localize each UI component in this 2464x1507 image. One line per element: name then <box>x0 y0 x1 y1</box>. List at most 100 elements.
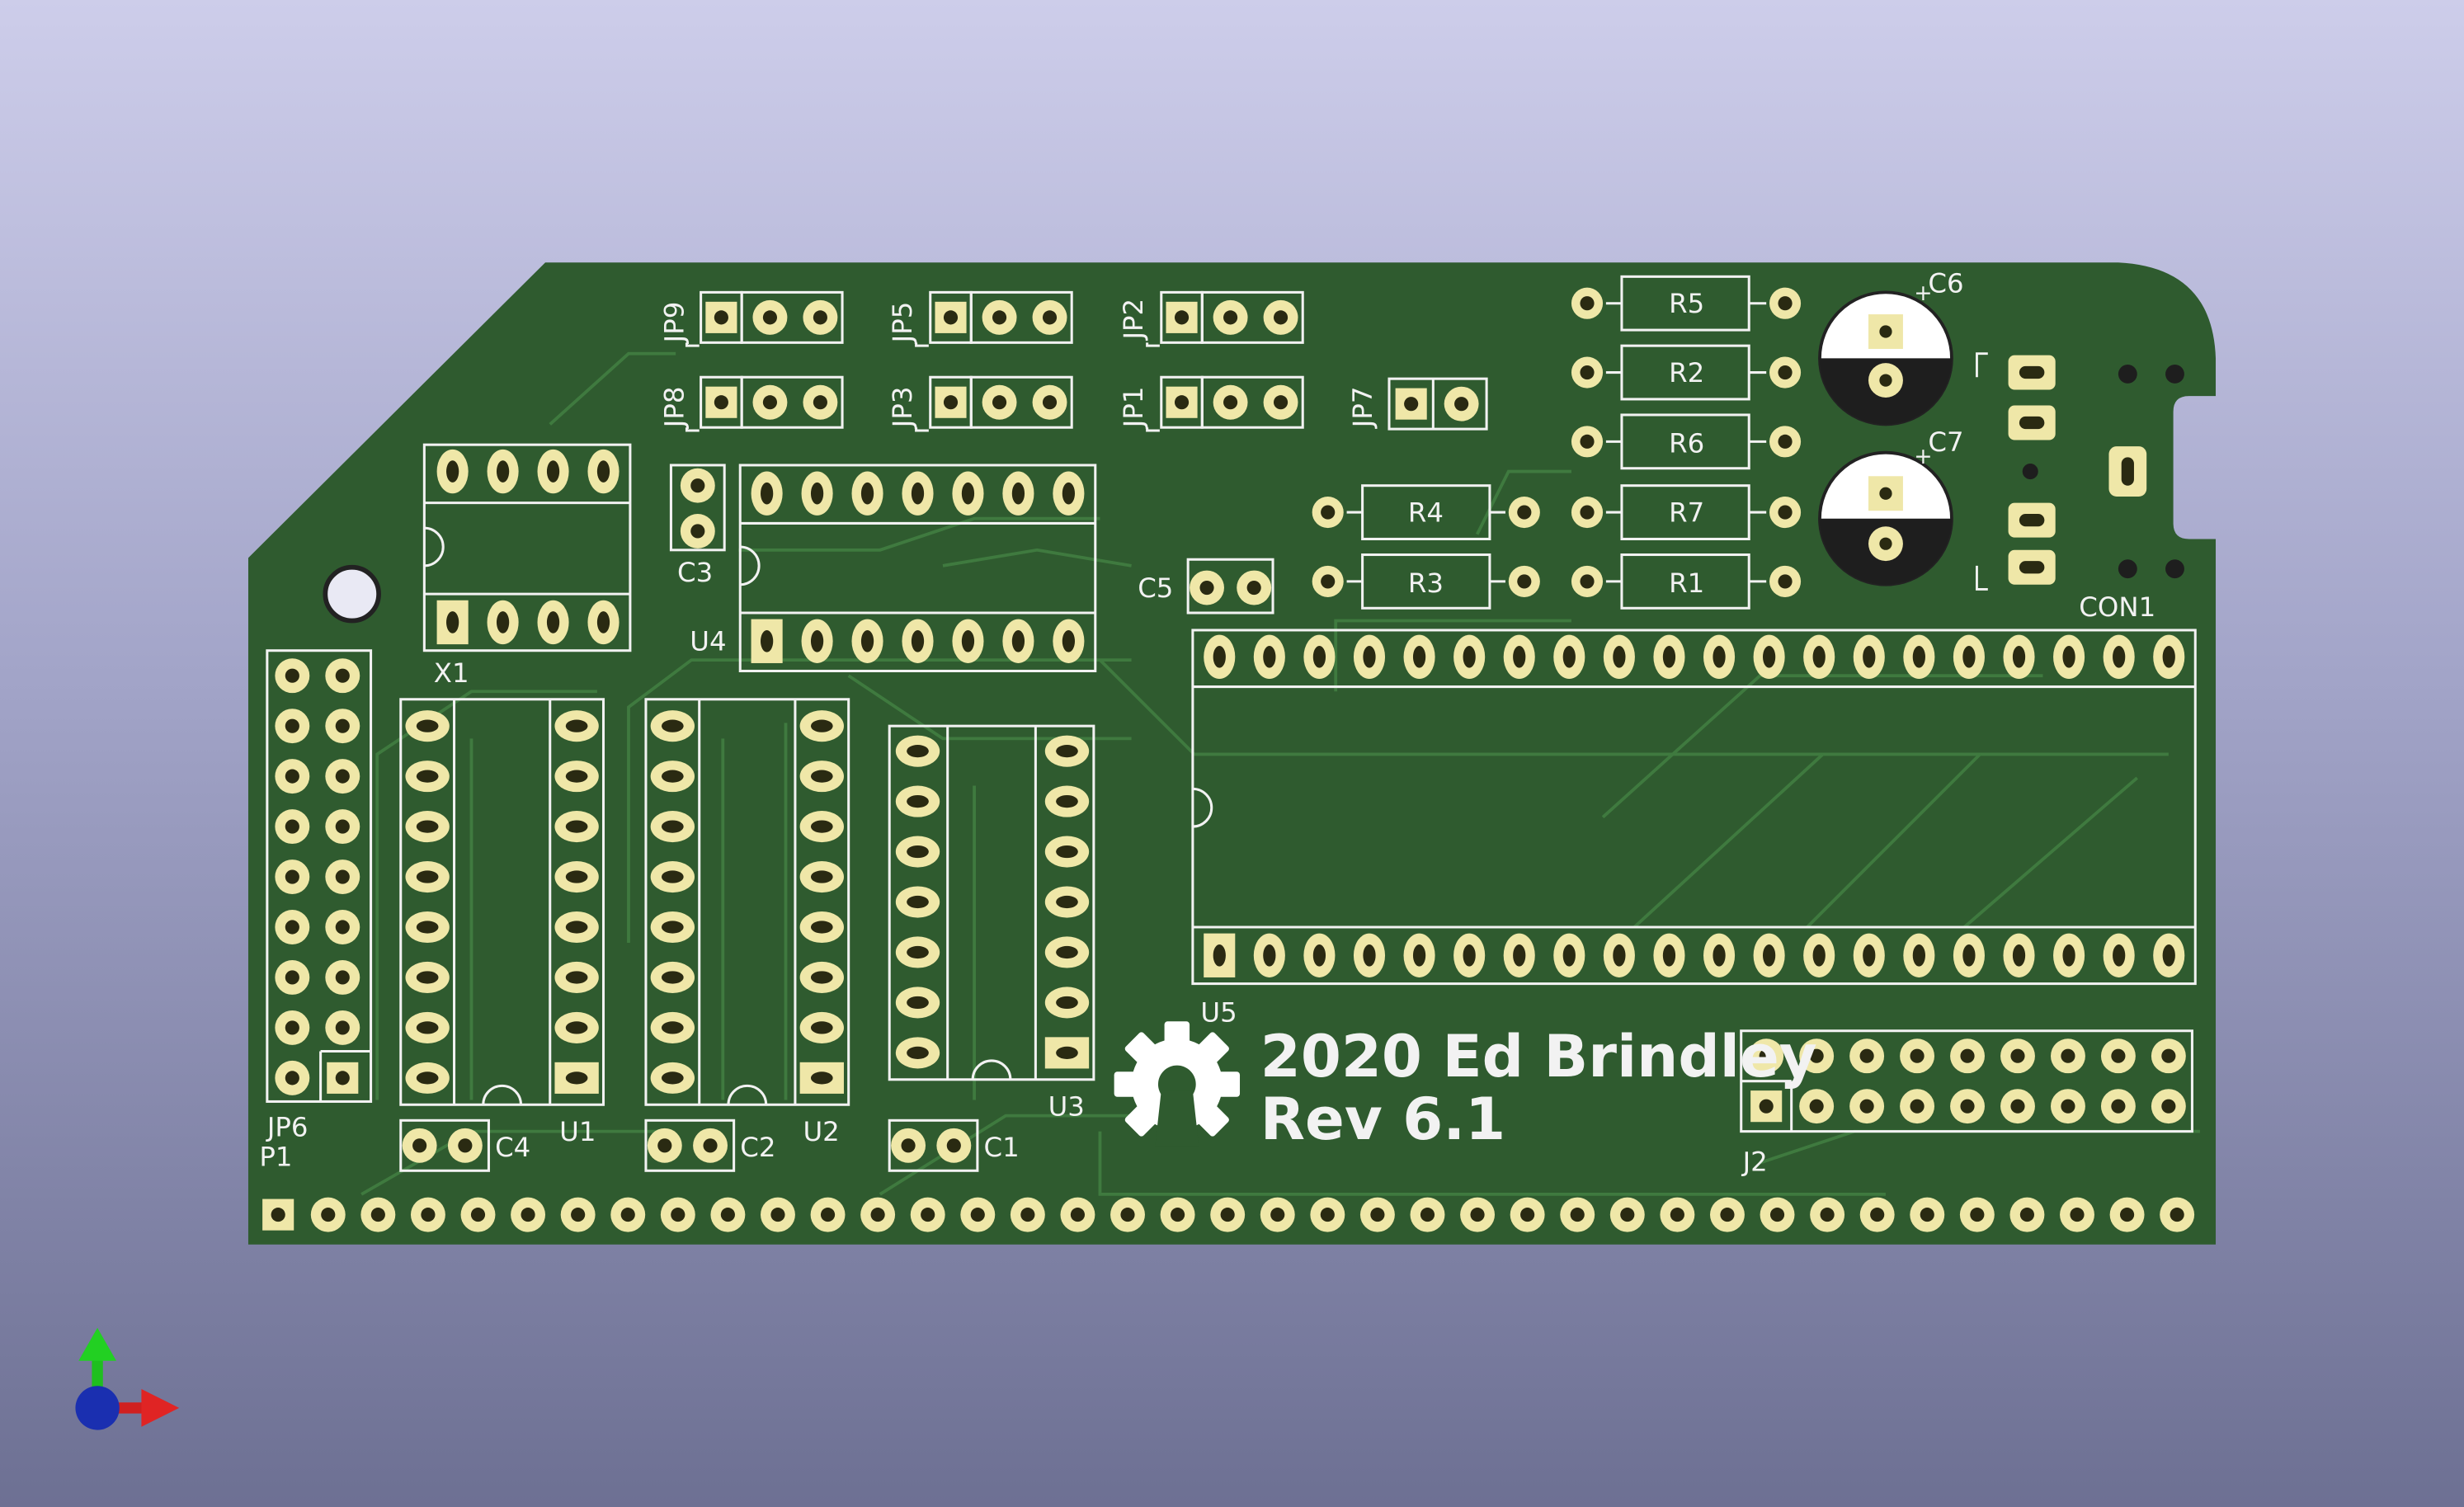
pad-hole <box>565 719 588 732</box>
pad-hole <box>416 719 439 732</box>
pad <box>1508 565 1540 597</box>
pad-hole <box>1263 944 1276 967</box>
pad-hole <box>671 1208 685 1222</box>
label-j2: J2 <box>1741 1146 1768 1177</box>
capacitor-c7: + <box>1818 444 1953 586</box>
pad-hole <box>714 395 728 410</box>
pad-hole <box>907 794 929 808</box>
silk-outline <box>669 464 726 552</box>
pad-hole <box>565 1071 588 1085</box>
pad-hole <box>285 769 299 784</box>
silk-pin1-mark <box>685 342 700 347</box>
pad <box>1210 1197 1246 1232</box>
pad-hole <box>1463 944 1476 967</box>
pad <box>1959 1197 1995 1232</box>
pad-hole <box>761 482 774 505</box>
pad <box>1353 933 1386 977</box>
pad-hole <box>596 611 610 633</box>
pad <box>511 1197 546 1232</box>
label-c3: C3 <box>677 557 713 588</box>
pad-hole <box>690 524 705 539</box>
pad-hole <box>1720 1208 1735 1222</box>
pad <box>902 471 934 516</box>
pad-hole <box>657 1138 672 1153</box>
pad-hole <box>1062 629 1076 652</box>
pad <box>752 384 788 420</box>
silk-outline <box>399 698 605 1106</box>
pad <box>275 910 310 944</box>
pad-hole <box>992 395 1007 410</box>
pad <box>1044 1037 1090 1069</box>
pad-hole <box>1580 296 1595 311</box>
pad-hole <box>810 719 833 732</box>
pad <box>1849 1089 1885 1124</box>
label-r7: R7 <box>1669 497 1704 529</box>
pad-hole <box>1778 365 1793 380</box>
pad <box>1260 1197 1295 1232</box>
pad <box>275 809 310 845</box>
pad-hole <box>285 1071 299 1086</box>
label-r2: R2 <box>1669 357 1704 389</box>
pad-hole <box>1056 745 1078 758</box>
pad-hole <box>661 870 684 883</box>
pad <box>647 1128 682 1163</box>
pad <box>1444 386 1479 421</box>
pad <box>650 911 695 944</box>
pad <box>1853 634 1885 680</box>
pad <box>935 301 967 333</box>
pad <box>660 1197 695 1232</box>
pad-hole <box>1213 646 1226 668</box>
pad-hole <box>565 1021 588 1034</box>
pad-hole <box>1713 944 1726 967</box>
pad <box>1903 634 1935 680</box>
pad-hole <box>2061 1099 2075 1114</box>
pad <box>1503 634 1535 680</box>
pad <box>1660 1197 1695 1232</box>
pad <box>560 1197 596 1232</box>
pad <box>405 1062 450 1094</box>
label-c1: C1 <box>984 1132 1020 1163</box>
pad <box>2151 1089 2186 1124</box>
label-u3: U3 <box>1048 1091 1085 1123</box>
silk-outline <box>266 649 373 1103</box>
pad-hole <box>2161 1048 2176 1063</box>
pad <box>1553 634 1585 680</box>
pad-hole <box>2010 1099 2025 1114</box>
pad-hole <box>1220 1208 1235 1222</box>
pad <box>935 386 967 418</box>
pad <box>1403 933 1435 977</box>
pad <box>1453 634 1486 680</box>
silk-notch <box>424 526 445 567</box>
pad <box>803 299 838 335</box>
pad <box>895 836 940 868</box>
pad <box>275 658 310 694</box>
pad <box>1253 634 1285 680</box>
pad <box>1859 1197 1895 1232</box>
pad <box>761 1197 795 1232</box>
pad <box>2103 634 2135 680</box>
pad <box>1810 1197 1845 1232</box>
pad-hole <box>2062 944 2075 967</box>
pad <box>2153 634 2185 680</box>
pad <box>2050 1089 2085 1124</box>
pad <box>1900 1038 1935 1074</box>
pad <box>1303 634 1336 680</box>
pad <box>2109 1197 2145 1232</box>
pad-hole <box>2061 1048 2075 1063</box>
pad <box>1460 1197 1496 1232</box>
pad-hole <box>1759 1048 1774 1063</box>
silk-pin1-mark <box>915 427 929 432</box>
pad <box>1166 301 1198 333</box>
pad <box>1044 785 1090 817</box>
pad-hole <box>335 1071 350 1086</box>
pad-hole <box>860 482 874 505</box>
silk-outline <box>1387 377 1488 431</box>
pad-hole <box>2012 944 2026 967</box>
pad-hole <box>661 770 684 783</box>
pad <box>891 1128 926 1163</box>
pad <box>1312 497 1344 529</box>
pad-hole <box>1960 1048 1975 1063</box>
pad-hole <box>907 1046 929 1060</box>
pad <box>2100 1089 2136 1124</box>
pad <box>799 1062 844 1094</box>
